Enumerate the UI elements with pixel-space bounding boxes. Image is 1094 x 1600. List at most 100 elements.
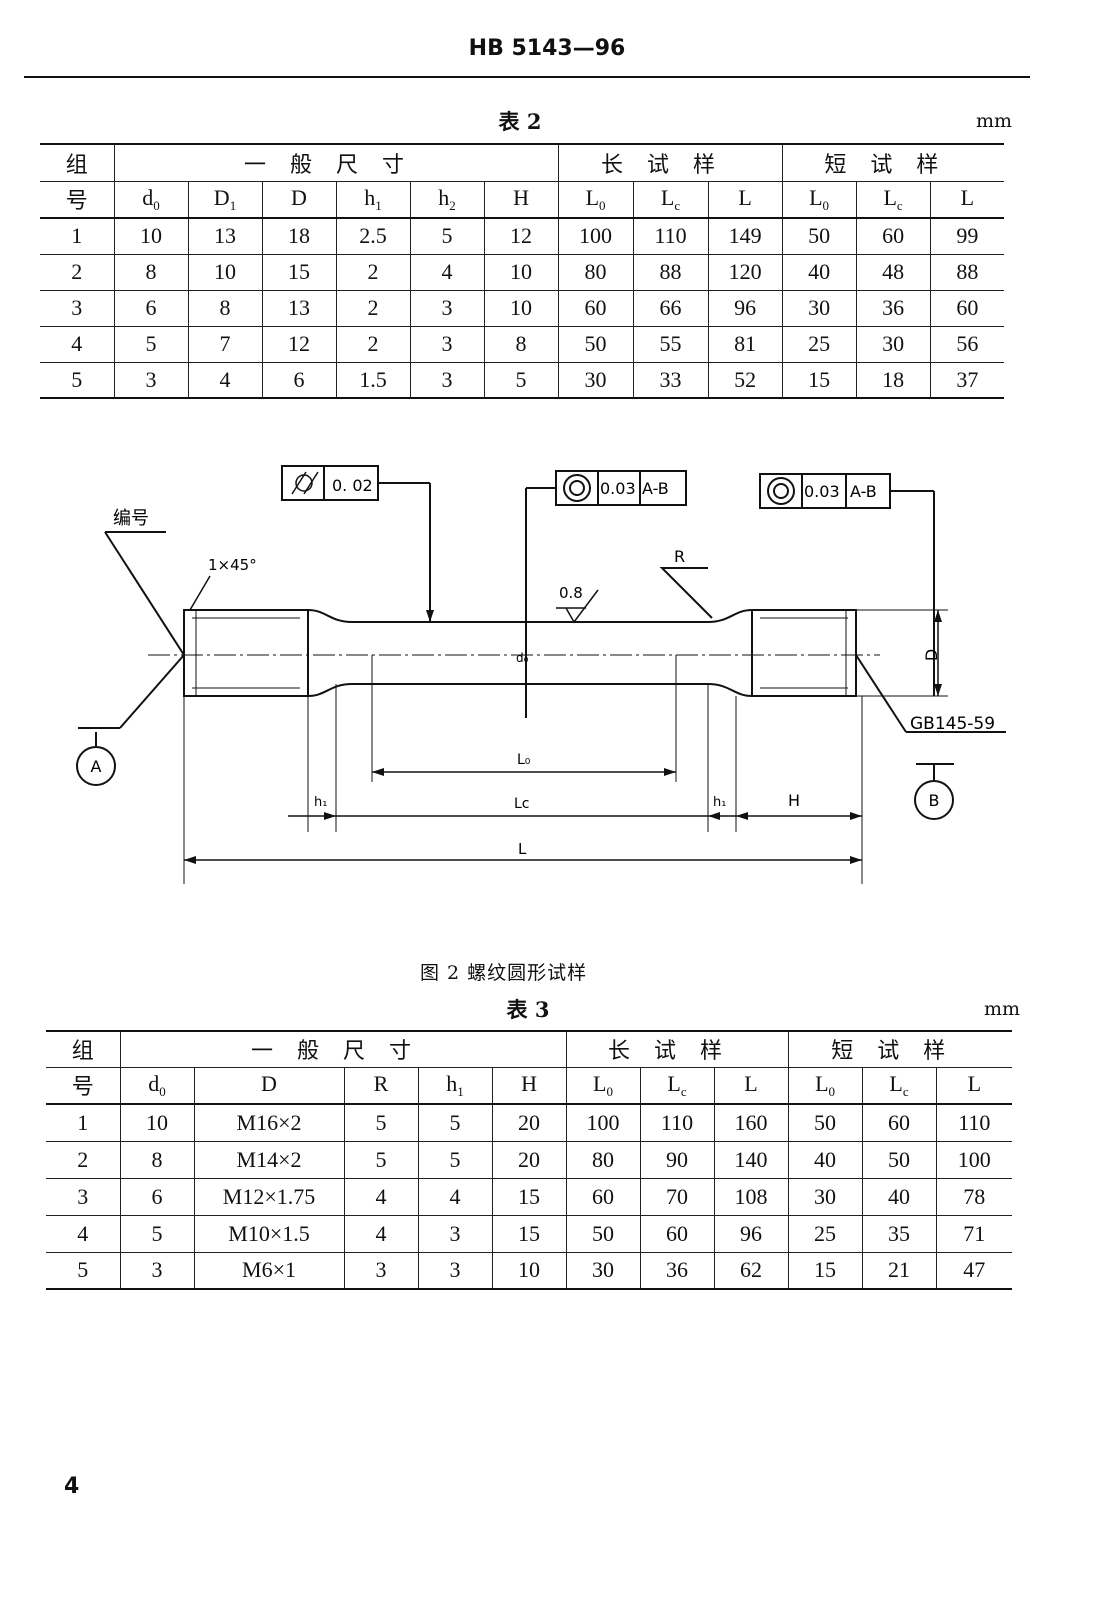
table-cell: 18 — [262, 218, 337, 255]
column-symbol: L — [883, 184, 897, 210]
column-subscript: 1 — [229, 197, 237, 213]
table-cell: 4 — [188, 362, 263, 399]
datum-ref-mid: A-B — [642, 479, 669, 498]
row-number-cell: 2 — [46, 1141, 121, 1179]
column-header: d0 — [114, 181, 189, 219]
table-cell: 100 — [558, 218, 634, 255]
table-cell: 4 — [344, 1215, 419, 1253]
column-symbol: L — [967, 1070, 982, 1096]
column-symbol: L — [667, 1070, 681, 1096]
table-cell: 110 — [633, 218, 709, 255]
table-cell: 12 — [484, 218, 559, 255]
table-cell: 60 — [862, 1104, 937, 1142]
table-cell: 13 — [188, 218, 263, 255]
column-symbol: L — [738, 184, 752, 210]
table-cell: 52 — [708, 362, 783, 399]
column-header: L — [930, 181, 1005, 219]
table-cell: 60 — [640, 1215, 715, 1253]
header-rule — [24, 76, 1030, 78]
column-header: H — [484, 181, 559, 219]
table-cell: 5 — [410, 218, 485, 255]
table-cell: 140 — [714, 1141, 789, 1179]
column-header: L — [714, 1067, 789, 1105]
table-cell: 15 — [782, 362, 857, 399]
column-header: h2 — [410, 181, 485, 219]
table-cell: 15 — [788, 1252, 863, 1290]
table-cell: 50 — [782, 218, 857, 255]
column-header: Lc — [862, 1067, 937, 1105]
column-subscript: 0 — [822, 197, 830, 213]
table-cell: 47 — [936, 1252, 1013, 1290]
label-L: L — [518, 840, 527, 858]
table-cell: 3 — [418, 1252, 493, 1290]
column-header: D — [194, 1067, 345, 1105]
table-cell: 100 — [936, 1141, 1013, 1179]
runout-tolerance-mid: 0.03 — [600, 479, 636, 498]
column-header: h1 — [336, 181, 411, 219]
table-cell: 4 — [418, 1178, 493, 1216]
column-header: L0 — [788, 1067, 863, 1105]
column-subscript: 2 — [449, 197, 456, 213]
table-cell: 15 — [492, 1178, 567, 1216]
column-header: L0 — [566, 1067, 641, 1105]
row-number-cell: 3 — [40, 290, 115, 327]
table-cell: 3 — [120, 1252, 195, 1290]
table-cell: 2 — [336, 290, 411, 327]
table-cell: 7 — [188, 326, 263, 363]
table-cell: 10 — [114, 218, 189, 255]
column-subscript: 0 — [606, 1083, 613, 1099]
threaded-specimen-drawing: 编号 1×45° 0. 02 0.03 A-B 0.03 A-B R 0.8 d… — [76, 465, 1006, 884]
label-Lc: Lc — [514, 796, 530, 812]
table-cell: 149 — [708, 218, 783, 255]
table-cell: M16×2 — [194, 1104, 345, 1142]
column-subscript: 0 — [599, 197, 606, 213]
table-cell: 4 — [344, 1178, 419, 1216]
table-cell: 2 — [336, 326, 411, 363]
row-header-bottom: 号 — [46, 1067, 121, 1105]
table-cell: 88 — [633, 254, 709, 291]
column-header: Lc — [633, 181, 709, 219]
table-cell: 2 — [336, 254, 411, 291]
row-header-top: 组 — [40, 143, 115, 182]
table-cell: 48 — [856, 254, 931, 291]
row-number-cell: 1 — [46, 1104, 121, 1142]
group-short-specimen: 短试样 — [782, 143, 1005, 182]
column-symbol: L — [960, 184, 975, 210]
column-symbol: h — [446, 1070, 458, 1096]
column-symbol: D — [213, 184, 230, 210]
standard-number: HB 5143—96 — [468, 36, 626, 61]
table-cell: 40 — [788, 1141, 863, 1179]
label-radius: R — [674, 547, 685, 566]
runout-tolerance-right: 0.03 — [804, 482, 840, 501]
table-cell: 3 — [410, 362, 485, 399]
table-cell: 12 — [262, 326, 337, 363]
figure-caption: 图 2 螺纹圆形试样 — [420, 962, 588, 984]
column-symbol: L — [889, 1070, 903, 1096]
label-std-ref: GB145-59 — [910, 714, 995, 734]
table3-unit: mm — [984, 998, 1021, 1020]
table-cell: 5 — [120, 1215, 195, 1253]
label-serial: 编号 — [113, 508, 149, 529]
column-symbol: R — [373, 1070, 389, 1096]
column-symbol: D — [291, 184, 307, 210]
label-H: H — [788, 791, 800, 810]
table-cell: 50 — [558, 326, 634, 363]
column-symbol: H — [513, 184, 529, 210]
column-header: Lc — [640, 1067, 715, 1105]
table-cell: 71 — [936, 1215, 1013, 1253]
column-subscript: 0 — [828, 1083, 836, 1099]
table-cell: 6 — [114, 290, 189, 327]
column-symbol: h — [438, 184, 450, 210]
table-cell: 96 — [708, 290, 783, 327]
table-cell: 5 — [418, 1104, 493, 1142]
table-cell: 10 — [484, 254, 559, 291]
column-header: L — [936, 1067, 1013, 1105]
table-cell: 60 — [558, 290, 634, 327]
column-symbol: d — [148, 1070, 160, 1096]
